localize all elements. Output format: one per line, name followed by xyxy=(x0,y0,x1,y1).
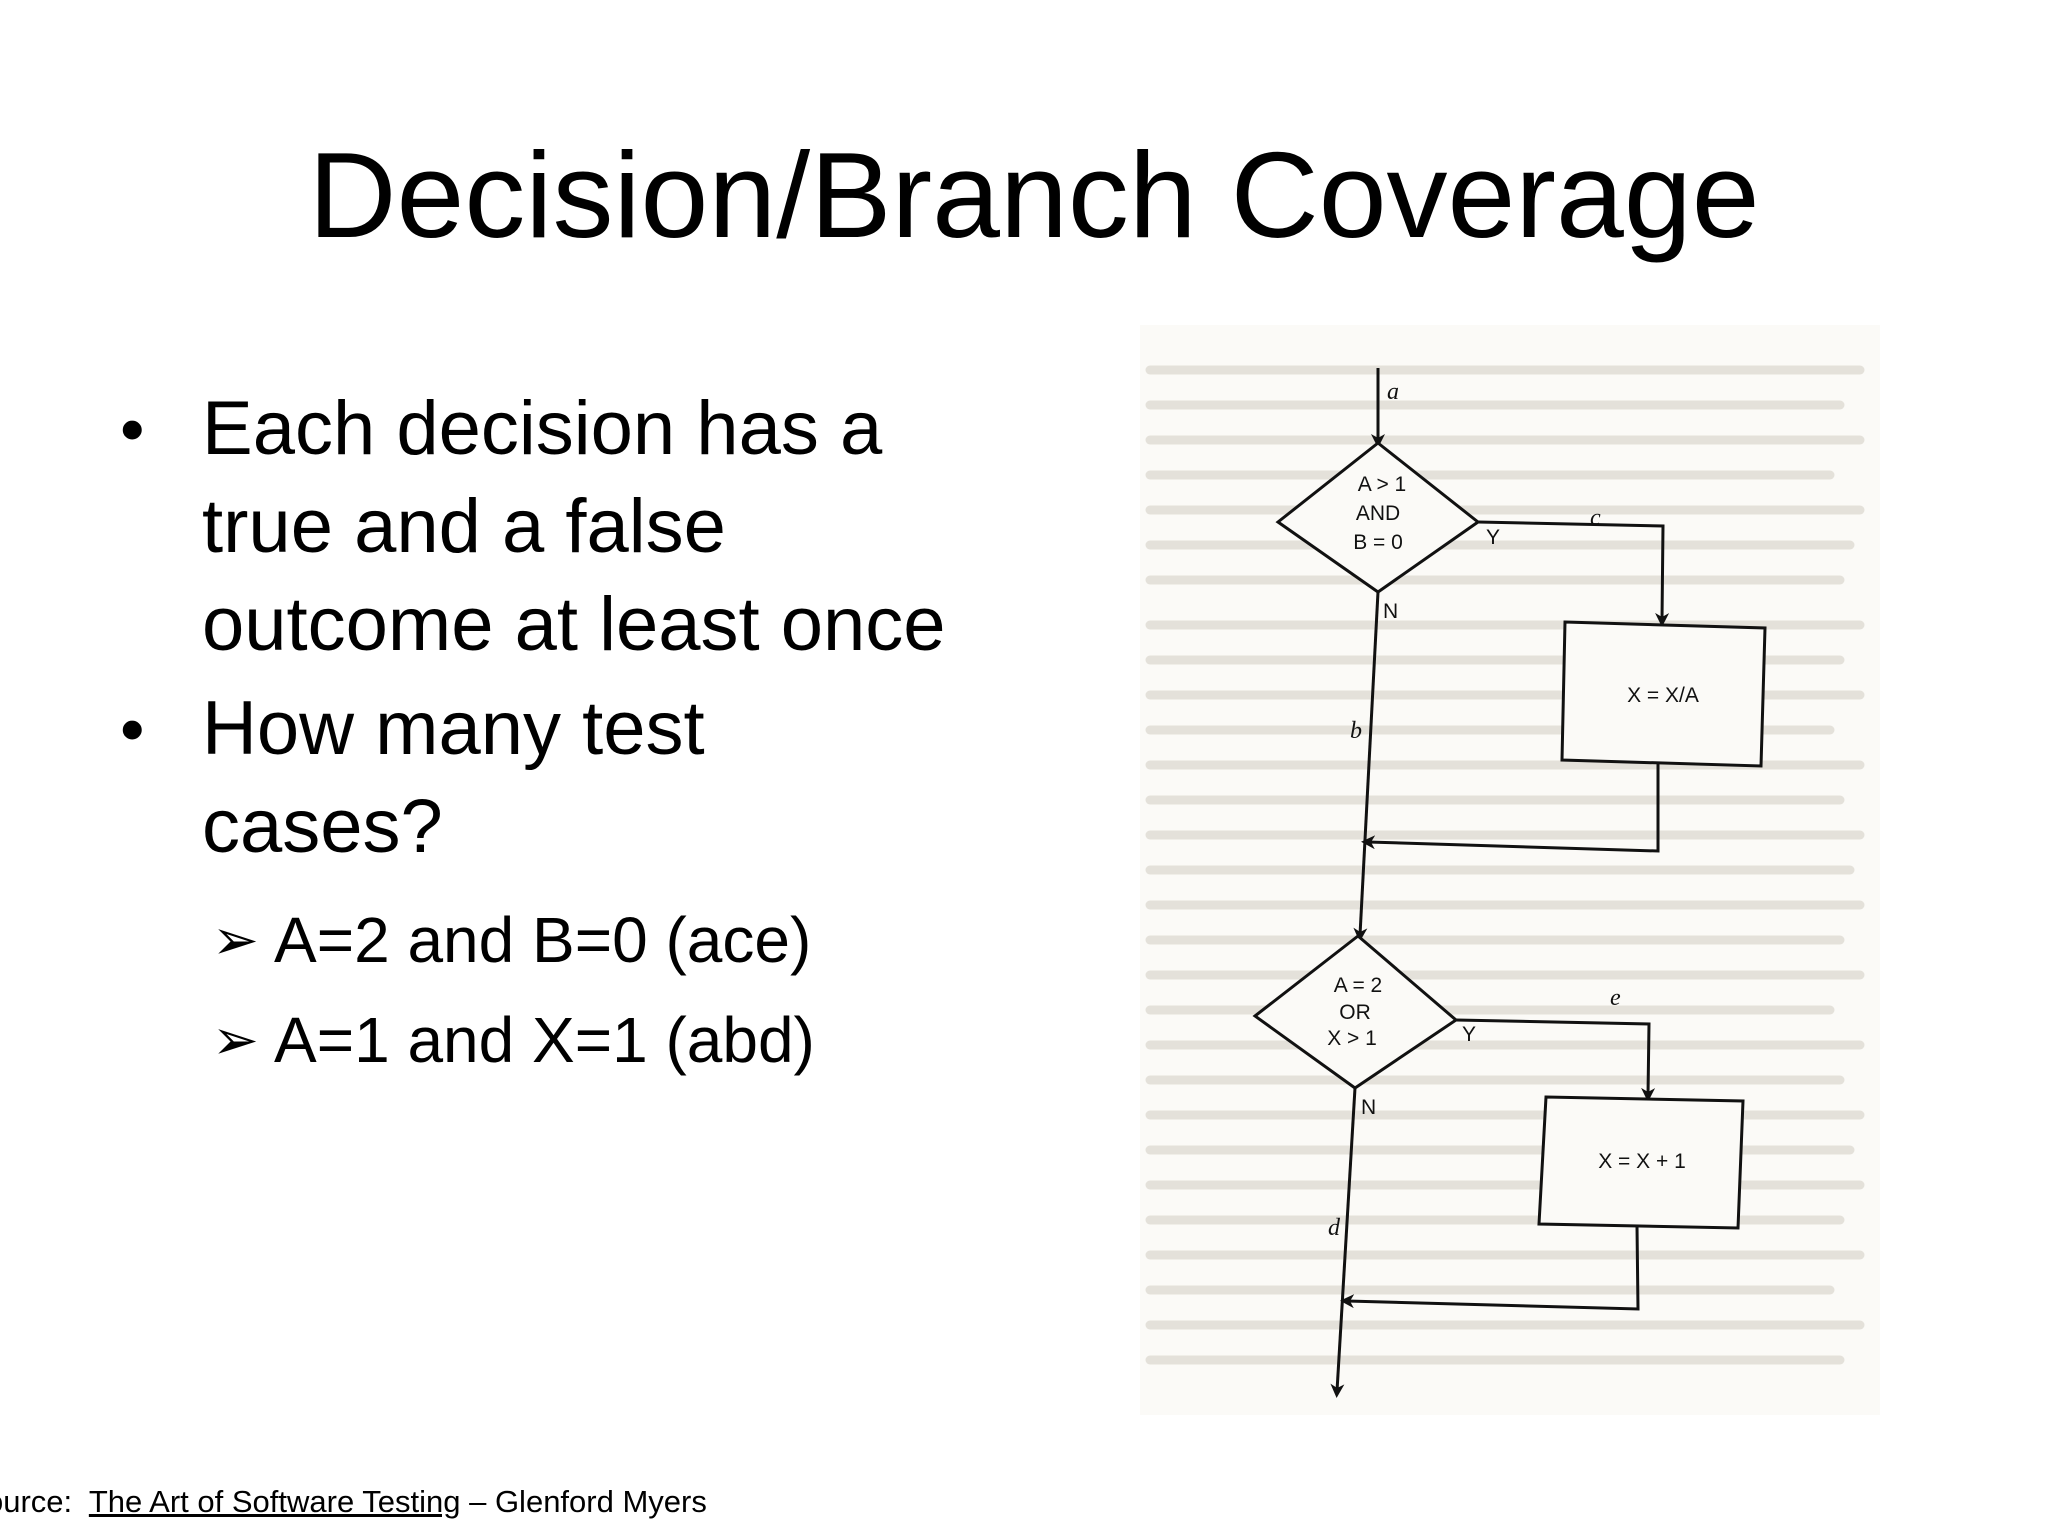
process-1-label: X = X/A xyxy=(1627,684,1699,707)
bullet-item: • How many test cases? ➢ A=2 and B=0 (ac… xyxy=(120,680,1070,1090)
source-book-title: The Art of Software Testing xyxy=(88,1484,461,1519)
path-c-arrow xyxy=(1477,520,1670,627)
flowchart-diagram: A > 1 AND B = 0 A = 2 OR X > 1 X = X/A X… xyxy=(1145,365,1865,1398)
bullet-dot-icon: • xyxy=(120,690,145,768)
path-b-label: b xyxy=(1350,718,1362,744)
sub-bullet-list: ➢ A=2 and B=0 (ace) ➢ A=1 and X=1 (abd) xyxy=(202,890,1070,1090)
flowchart-lines xyxy=(1252,368,1767,1398)
sub-bullet-text: A=2 and B=0 (ace) xyxy=(274,904,812,976)
process-2-label: X = X + 1 xyxy=(1598,1150,1686,1173)
decision-2-no-label: N xyxy=(1361,1096,1376,1119)
slide-title: Decision/Branch Coverage xyxy=(308,127,1760,263)
source-citation: ource: The Art of Software Testing – Gle… xyxy=(0,1482,707,1522)
decision-2-line-1: A = 2 xyxy=(1334,974,1382,997)
bullet-dot-icon: • xyxy=(120,390,145,468)
bullet-line: Each decision has a xyxy=(202,386,883,471)
path-e-arrow xyxy=(1455,1018,1656,1102)
decision-1-line-2: AND xyxy=(1356,502,1400,525)
sub-bullet-item: ➢ A=1 and X=1 (abd) xyxy=(212,990,1070,1090)
process-2-return-arrow xyxy=(1340,1225,1640,1311)
bullet-line: How many test xyxy=(202,686,705,771)
path-e-label: e xyxy=(1610,985,1621,1011)
bullet-item: • Each decision has a true and a false o… xyxy=(120,380,1070,674)
decision-1-line-1: A > 1 xyxy=(1358,473,1406,496)
arrow-bullet-icon: ➢ xyxy=(212,908,259,971)
bullet-line: true and a false xyxy=(202,484,726,569)
arrow-bullet-icon: ➢ xyxy=(212,1008,259,1071)
sub-bullet-item: ➢ A=2 and B=0 (ace) xyxy=(212,890,1070,990)
decision-2-yes-label: Y xyxy=(1462,1023,1476,1046)
path-c-label: c xyxy=(1590,505,1601,531)
decision-2-line-2: OR xyxy=(1339,1001,1371,1024)
sub-bullet-text: A=1 and X=1 (abd) xyxy=(274,1004,815,1076)
bullet-line: outcome at least once xyxy=(202,582,946,667)
source-author: – Glenford Myers xyxy=(469,1484,707,1519)
path-d-arrow xyxy=(1330,1087,1357,1398)
path-b-arrow xyxy=(1353,591,1380,942)
bleed-through-text xyxy=(1145,365,1865,1365)
source-prefix: ource: xyxy=(0,1484,73,1519)
decision-2-line-3: X > 1 xyxy=(1327,1027,1377,1050)
bullet-line: cases? xyxy=(202,784,443,869)
path-d-label: d xyxy=(1328,1215,1341,1241)
process-1-box xyxy=(1560,620,1767,768)
bullet-list: • Each decision has a true and a false o… xyxy=(120,380,1070,1096)
process-2-box xyxy=(1537,1095,1745,1230)
decision-1-line-3: B = 0 xyxy=(1353,531,1403,554)
decision-1-yes-label: Y xyxy=(1486,526,1500,549)
process-1-return-arrow xyxy=(1361,763,1660,853)
scanned-book-page: A > 1 AND B = 0 A = 2 OR X > 1 X = X/A X… xyxy=(1140,325,1880,1415)
path-a-label: a xyxy=(1387,379,1399,405)
decision-1-no-label: N xyxy=(1383,600,1398,623)
